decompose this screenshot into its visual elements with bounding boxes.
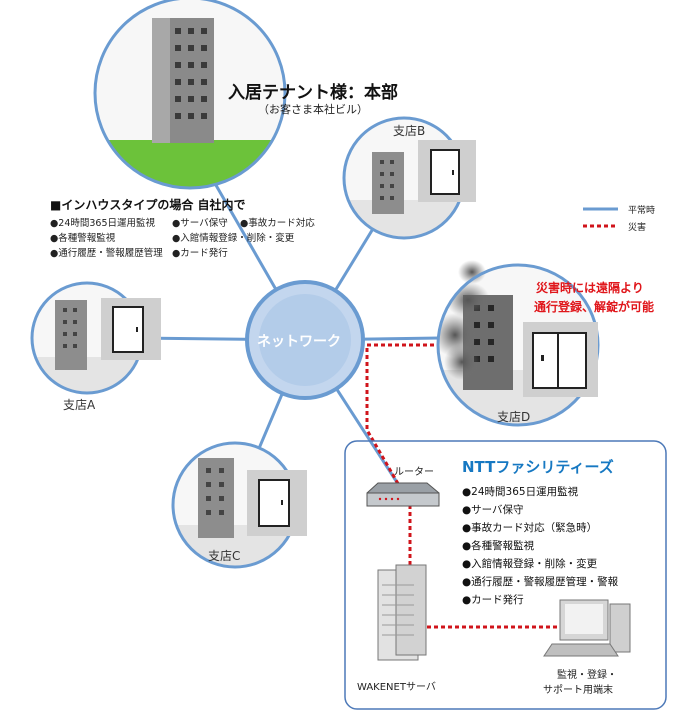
ntt-item: ●通行履歴・警報履歴管理・警報 bbox=[462, 576, 619, 588]
router-device bbox=[366, 482, 440, 507]
ntt-item: ●各種警報監視 bbox=[462, 540, 535, 552]
router-label: ルーター bbox=[394, 467, 434, 478]
inhouse-item: ●事故カード対応 bbox=[240, 218, 315, 229]
inhouse-title: ■インハウスタイプの場合 自社内で bbox=[50, 198, 246, 212]
inhouse-item: ●通行履歴・警報履歴管理 bbox=[50, 248, 163, 259]
disaster-note-line2: 通行登録、解錠が可能 bbox=[534, 300, 655, 314]
hq-subtitle: （お客さま本社ビル） bbox=[258, 103, 368, 116]
branch-d-label: 支店D bbox=[497, 410, 531, 424]
ntt-item: ●入館情報登録・削除・変更 bbox=[462, 558, 598, 570]
ntt-title: NTTファシリティーズ bbox=[462, 458, 614, 476]
terminal-label-line2: サポート用端末 bbox=[543, 685, 613, 696]
inhouse-item: ●サーバ保守 bbox=[172, 218, 228, 229]
server-device bbox=[377, 564, 427, 661]
branch-a-circle bbox=[30, 281, 161, 395]
ntt-item: ●24時間365日運用監視 bbox=[462, 486, 579, 498]
branch-b-label: 支店B bbox=[393, 124, 426, 138]
branch-b-circle bbox=[342, 116, 476, 240]
hq-title: 入居テナント様：本部 bbox=[228, 83, 398, 103]
ntt-item: ●サーバ保守 bbox=[462, 504, 524, 516]
hq-circle bbox=[93, 0, 287, 190]
ntt-box bbox=[344, 440, 667, 710]
ntt-item: ●事故カード対応（緊急時） bbox=[462, 522, 598, 534]
inhouse-item: ●入館情報登録・削除・変更 bbox=[172, 233, 295, 244]
legend-normal-label: 平常時 bbox=[628, 206, 656, 216]
branch-c-label: 支店C bbox=[208, 549, 241, 563]
network-label: ネットワーク bbox=[257, 334, 341, 350]
inhouse-item: ●24時間365日運用監視 bbox=[50, 218, 156, 229]
terminal-label-line1: 監視・登録・ bbox=[557, 670, 617, 681]
ntt-item: ●カード発行 bbox=[462, 594, 524, 606]
network-node bbox=[245, 280, 365, 400]
server-label: WAKENETサーバ bbox=[357, 682, 436, 693]
inhouse-item: ●カード発行 bbox=[172, 248, 228, 259]
terminal-device bbox=[543, 599, 631, 657]
legend-disaster-label: 災害 bbox=[628, 223, 647, 233]
inhouse-item: ●各種警報監視 bbox=[50, 233, 116, 244]
branch-a-label: 支店A bbox=[63, 398, 96, 412]
disaster-note-line1: 災害時には遠隔より bbox=[536, 281, 644, 295]
